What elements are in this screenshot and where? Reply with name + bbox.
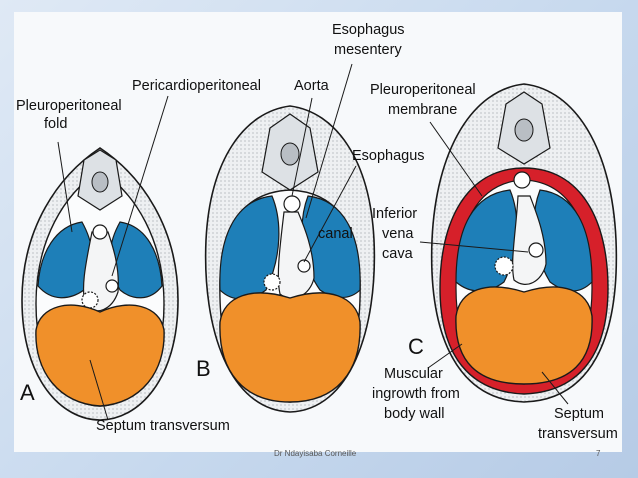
label-ivc-3: cava xyxy=(382,246,414,262)
vena-cava-c xyxy=(528,242,544,258)
label-esophagus: Esophagus xyxy=(352,148,425,164)
spinal-cord-c xyxy=(514,118,534,142)
label-pleuroperitoneal-fold-1: Pleuroperitoneal xyxy=(16,98,122,114)
leader-lines xyxy=(57,63,569,421)
label-ivc-1: Inferior xyxy=(372,206,417,222)
leader-pericardioperitoneal xyxy=(111,95,169,277)
label-aorta: Aorta xyxy=(294,78,330,94)
footer-author: Dr Ndayisaba Corneille xyxy=(274,449,357,458)
leader-pleuroperitoneal-membrane xyxy=(429,121,483,197)
panel-c xyxy=(430,83,618,403)
esophagus-a xyxy=(81,291,99,309)
panel-letter-a: A xyxy=(20,380,35,405)
panel-b xyxy=(204,105,376,413)
leader-esophagus-mesentery xyxy=(305,63,353,219)
label-septum-c-1: Septum xyxy=(554,406,604,422)
label-muscular-1: Muscular xyxy=(384,366,443,382)
leader-aorta xyxy=(291,97,313,197)
label-esophagus-mesentery-2: mesentery xyxy=(334,42,402,58)
label-pericardioperitoneal: Pericardioperitoneal xyxy=(132,78,261,94)
leader-esophagus xyxy=(303,165,357,263)
mesentery-c xyxy=(512,195,547,285)
leader-pleuroperitoneal-fold xyxy=(57,141,73,233)
vena-cava-b xyxy=(297,259,311,273)
leader-septum-c xyxy=(541,371,569,405)
leader-inferior-vena-cava xyxy=(419,241,529,253)
aorta-b xyxy=(283,195,301,213)
panel-letter-c: C xyxy=(408,334,424,359)
septum-transversum-a xyxy=(35,304,165,407)
septum-transversum-c xyxy=(455,286,593,385)
label-pleuroperitoneal-membrane-2: membrane xyxy=(388,102,457,118)
labels: Pleuroperitoneal fold Pericardioperitone… xyxy=(16,22,618,442)
spinal-cord-a xyxy=(91,171,109,193)
leader-septum-a xyxy=(89,359,109,421)
label-septum-c-2: transversum xyxy=(538,426,618,442)
label-esophagus-mesentery-1: Esophagus xyxy=(332,22,405,38)
esophagus-c xyxy=(494,256,514,276)
vena-cava-a xyxy=(105,279,119,293)
aorta-c xyxy=(513,171,531,189)
panel-letter-b: B xyxy=(196,356,211,381)
footer-page-number: 7 xyxy=(596,449,601,458)
esophagus-b xyxy=(263,273,281,291)
aorta-a xyxy=(92,224,108,240)
spinal-cord-b xyxy=(280,142,300,166)
label-pleuroperitoneal-fold-2: fold xyxy=(44,116,67,132)
label-pleuroperitoneal-membrane-1: Pleuroperitoneal xyxy=(370,82,476,98)
label-canal: canal xyxy=(318,226,353,242)
label-muscular-2: ingrowth from xyxy=(372,386,460,402)
panel-a xyxy=(21,147,179,421)
label-ivc-2: vena xyxy=(382,226,414,242)
label-muscular-3: body wall xyxy=(384,406,444,422)
leader-muscular-ingrowth xyxy=(427,343,463,369)
label-septum-transversum-a: Septum transversum xyxy=(96,418,230,434)
septum-transversum-b xyxy=(219,292,361,403)
